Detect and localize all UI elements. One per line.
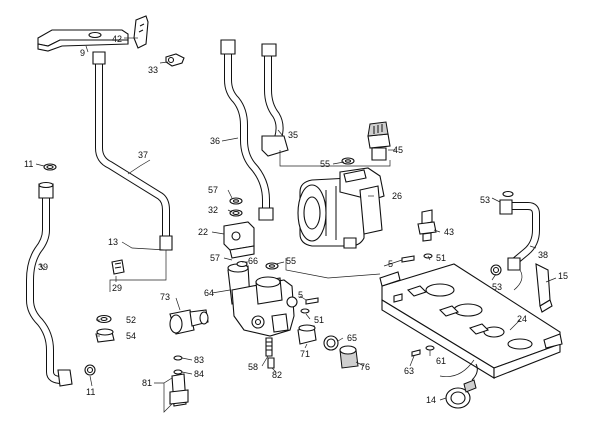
callout-52: 52 (126, 315, 136, 325)
callout-61: 61 (436, 356, 446, 366)
callout-57-mid: 57 (210, 253, 220, 263)
washer-57-top (229, 197, 243, 205)
screw-58 (265, 337, 273, 357)
bracket-9 (37, 29, 129, 52)
ring-32 (229, 209, 243, 217)
air-vent-45 (367, 121, 391, 161)
callout-11-top: 11 (24, 159, 33, 169)
sensor-43 (417, 209, 437, 242)
washer-51-mid (300, 308, 310, 314)
callout-22: 22 (198, 227, 208, 237)
callout-63: 63 (404, 366, 414, 376)
callout-43: 43 (444, 227, 454, 237)
callout-55-top: 55 (320, 159, 330, 169)
callout-53-top: 53 (480, 195, 490, 205)
callout-51-top: 51 (436, 253, 446, 263)
washer-53-right (490, 264, 502, 276)
washer-11-bottom (84, 364, 96, 376)
washer-83 (173, 355, 183, 361)
washer-55-mid (265, 262, 279, 270)
callout-51-mid: 51 (314, 315, 324, 325)
callout-76: 76 (360, 362, 370, 372)
callout-71: 71 (300, 349, 310, 359)
callout-26: 26 (392, 191, 402, 201)
fitting-71 (297, 324, 317, 345)
callout-38: 38 (538, 250, 548, 260)
pump-26 (297, 167, 385, 249)
callout-9: 9 (80, 48, 85, 58)
callout-29: 29 (112, 283, 122, 293)
callout-labels: 9 42 33 36 35 37 11 39 55 45 57 32 26 22… (24, 34, 568, 405)
tap-73 (169, 309, 209, 335)
oring-65 (323, 335, 339, 351)
sensor-clip-42 (133, 15, 149, 49)
washer-66 (236, 260, 248, 268)
callout-66: 66 (248, 256, 258, 266)
callout-13: 13 (108, 237, 118, 247)
callout-5-mid: 5 (298, 290, 303, 300)
callout-39: 39 (38, 262, 48, 272)
callout-57-top: 57 (208, 185, 218, 195)
plug-82 (267, 357, 275, 369)
callout-64: 64 (204, 288, 214, 298)
callout-35: 35 (288, 130, 298, 140)
callout-65: 65 (347, 333, 357, 343)
pressure-switch-14 (445, 363, 478, 409)
washer-61 (425, 345, 435, 351)
screw-63 (411, 349, 421, 357)
callout-55-mid: 55 (286, 256, 296, 266)
callout-81: 81 (142, 378, 152, 388)
hydraulic-group-64 (227, 263, 298, 337)
callout-54: 54 (126, 331, 136, 341)
nut-54 (95, 328, 115, 343)
callout-73: 73 (160, 292, 170, 302)
callout-84: 84 (194, 369, 204, 379)
pin-5-top (401, 255, 415, 263)
callout-42: 42 (112, 34, 122, 44)
callout-53-right: 53 (492, 282, 502, 292)
pipe-36 (220, 39, 274, 221)
callout-37: 37 (138, 150, 148, 160)
leader-lines (35, 37, 557, 413)
callout-15: 15 (558, 271, 568, 281)
drain-81 (169, 373, 189, 407)
cap-76 (339, 345, 359, 369)
callout-83: 83 (194, 355, 204, 365)
washer-55-top (341, 157, 355, 165)
clip-33 (165, 53, 185, 67)
pipe-37 (92, 51, 173, 251)
pin-5-mid (305, 297, 319, 305)
callout-5-top: 5 (388, 259, 393, 269)
bracket-15 (535, 263, 553, 313)
callout-36: 36 (210, 136, 220, 146)
callout-82: 82 (272, 370, 282, 380)
fitting-29 (111, 259, 125, 275)
callout-24: 24 (517, 314, 527, 324)
washer-11-top (43, 163, 57, 171)
callout-14: 14 (426, 395, 436, 405)
callout-33: 33 (148, 65, 158, 75)
washer-53-top (502, 190, 514, 198)
valve-22 (223, 221, 255, 259)
washer-52 (96, 314, 112, 324)
callout-58: 58 (248, 362, 258, 372)
washer-84 (173, 369, 183, 375)
callout-45: 45 (393, 145, 403, 155)
frame-24 (379, 263, 563, 379)
pipe-39 (26, 181, 73, 387)
callout-11-bottom: 11 (86, 387, 95, 397)
callout-32: 32 (208, 205, 218, 215)
pipe-35 (261, 43, 289, 157)
pipe-38 (499, 199, 540, 271)
